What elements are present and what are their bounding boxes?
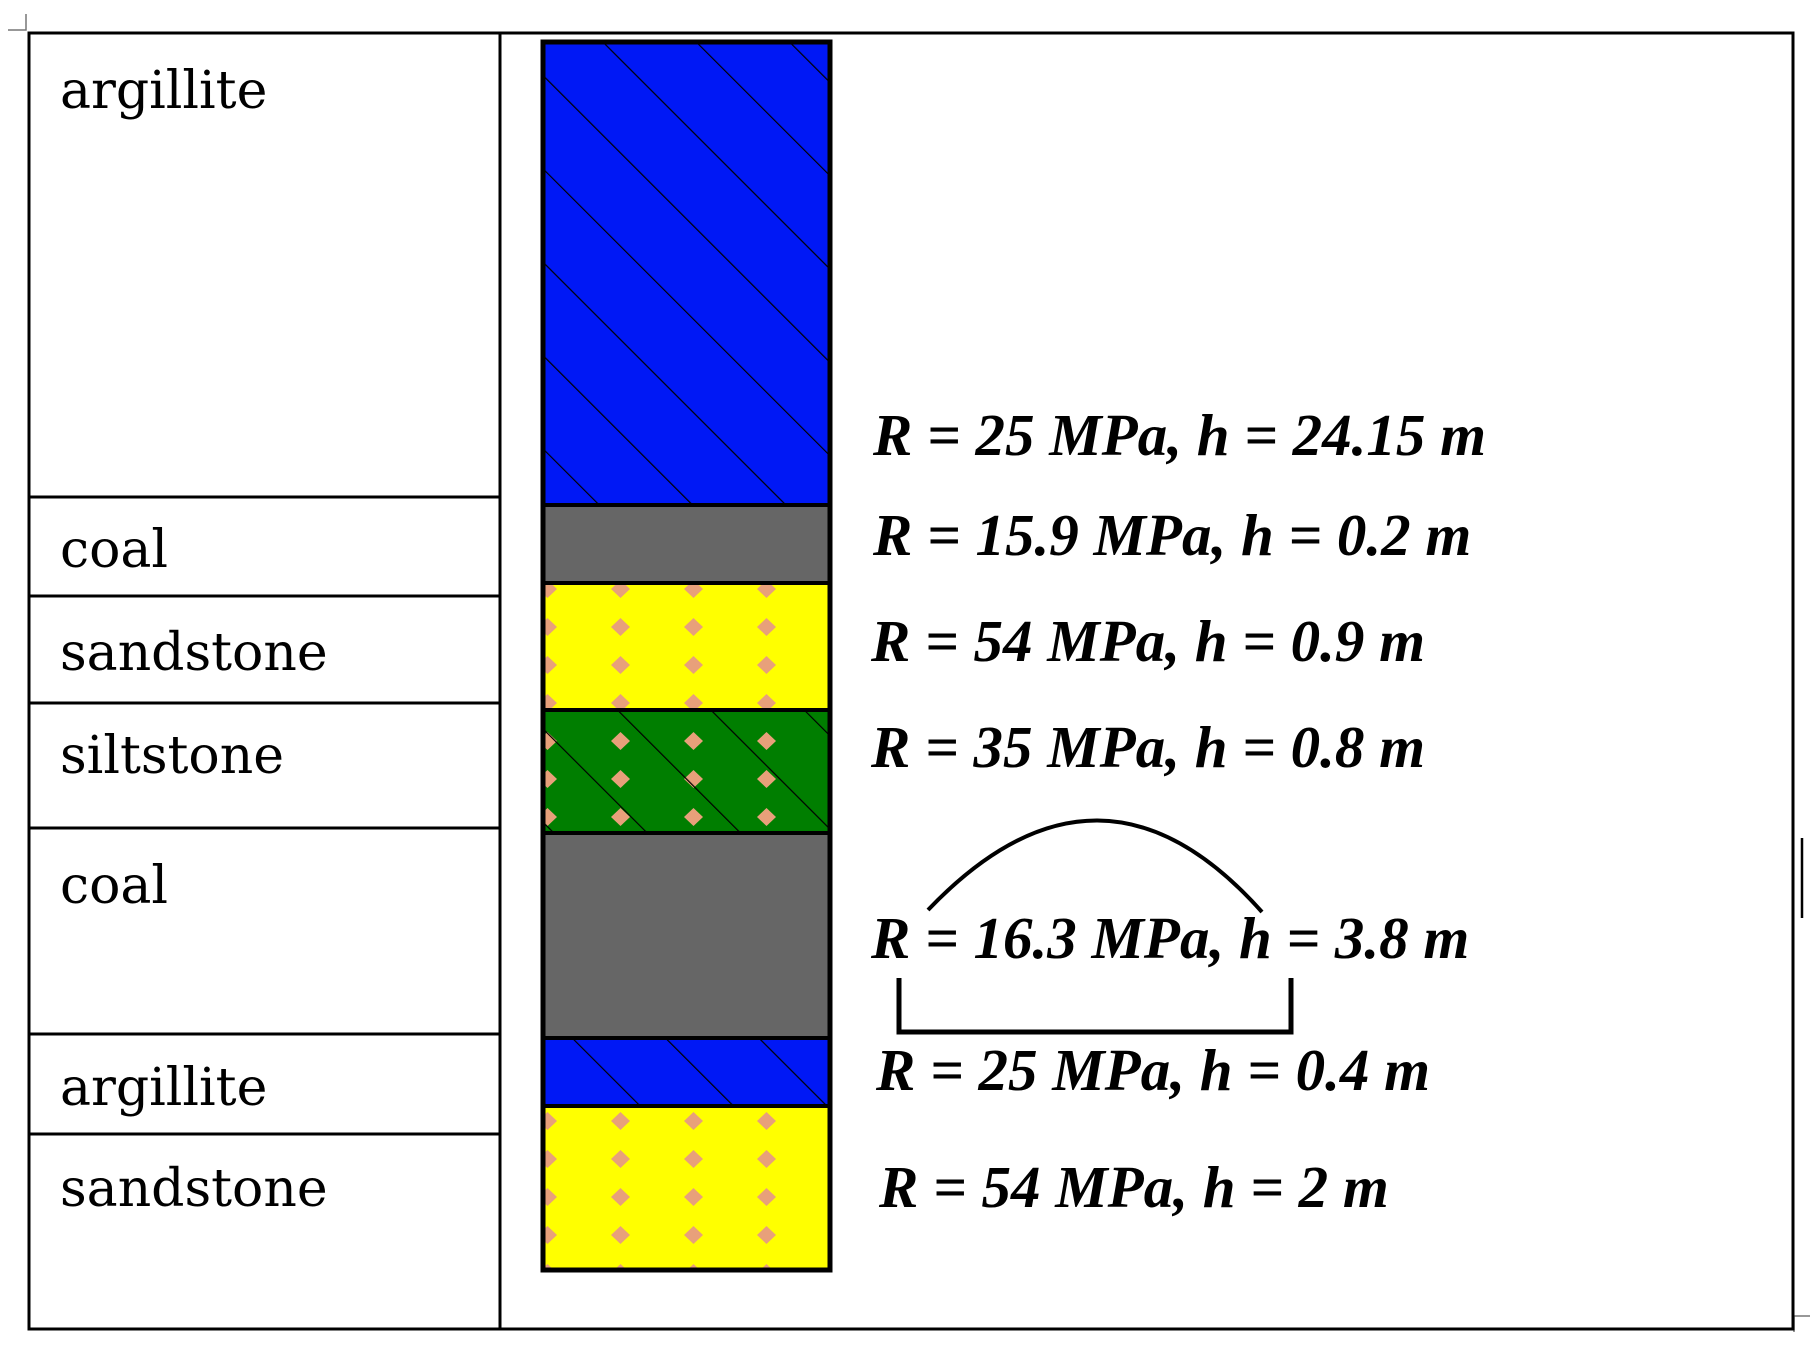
roadway-arch	[926, 818, 1264, 914]
layer-parameter-text: R = 16.3 MPa, h = 3.8 m	[870, 905, 1469, 971]
layer-hatch	[543, 42, 830, 505]
layer-name-column: argillite coal sandstone siltstone coal argil…	[29, 61, 500, 1219]
layer-name-label: coal	[60, 856, 168, 916]
stratigraphic-column	[540, 39, 833, 1273]
roadway-floor-bracket	[896, 978, 1294, 1035]
layer-name-label: argillite	[60, 1058, 267, 1118]
layer-block-coal	[543, 833, 830, 1038]
column-outline	[540, 39, 833, 1273]
layer-dots	[543, 583, 830, 710]
layer-name-label: argillite	[60, 61, 267, 121]
layer-name-label: sandstone	[60, 1159, 328, 1219]
layer-parameter-text: R = 25 MPa, h = 0.4 m	[875, 1037, 1430, 1103]
layer-block-coal	[543, 505, 830, 583]
layer-dots	[543, 1106, 830, 1270]
layer-parameters: R = 25 MPa, h = 24.15 m R = 15.9 MPa, h =…	[870, 402, 1486, 1220]
layer-parameter-text: R = 35 MPa, h = 0.8 m	[870, 714, 1425, 780]
layer-parameter-text: R = 54 MPa, h = 0.9 m	[870, 608, 1425, 674]
layer-hatch	[543, 710, 830, 833]
table-border	[27, 31, 1795, 1331]
roadway-symbol	[896, 818, 1294, 1035]
crop-mark-top-left	[8, 14, 27, 31]
layer-parameter-text: R = 15.9 MPa, h = 0.2 m	[872, 502, 1471, 568]
layer-parameter-text: R = 25 MPa, h = 24.15 m	[872, 402, 1486, 468]
layer-name-label: sandstone	[60, 623, 328, 683]
layer-hatch	[543, 1038, 830, 1106]
layer-parameter-text: R = 54 MPa, h = 2 m	[878, 1154, 1389, 1220]
crop-mark-bottom-right	[1793, 1315, 1810, 1332]
layer-name-label: coal	[60, 520, 168, 580]
layer-name-label: siltstone	[60, 726, 284, 786]
